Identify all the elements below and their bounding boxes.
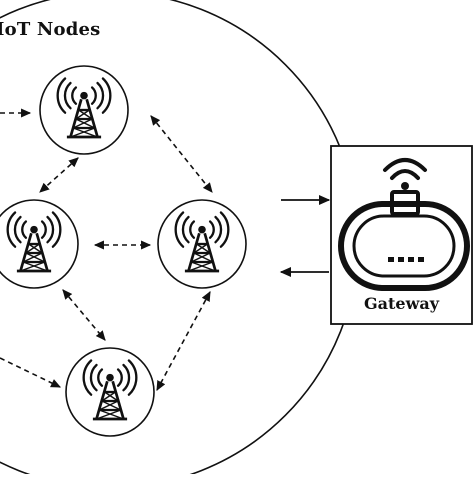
link-left-bottom-node [62, 289, 106, 341]
network-title: IoT Nodes [0, 19, 101, 40]
link-top-right-node [150, 115, 213, 193]
link-top-left-node [39, 157, 79, 193]
iot-node-bottom [65, 347, 155, 437]
iot-node-top [39, 65, 129, 155]
wifi-router-icon [338, 158, 470, 291]
gateway-label: Gateway [363, 294, 440, 313]
iot-node-right [157, 199, 247, 289]
iot-node-left [0, 199, 79, 289]
link-offscreen-to-bottom-node [0, 357, 62, 388]
link-right-bottom-node [156, 291, 211, 391]
node-links [0, 108, 213, 391]
